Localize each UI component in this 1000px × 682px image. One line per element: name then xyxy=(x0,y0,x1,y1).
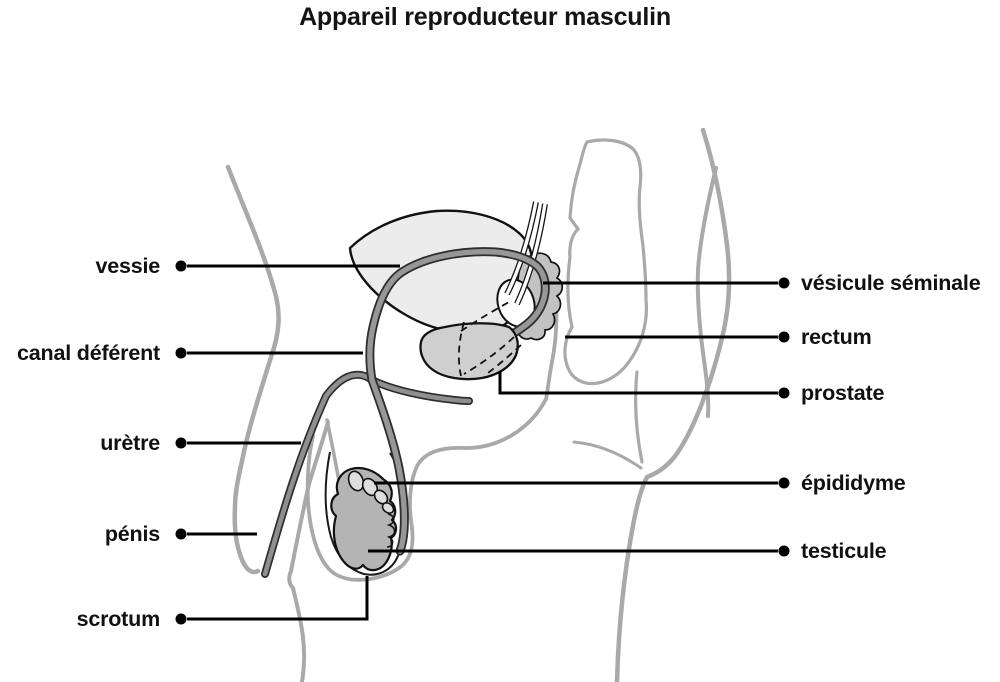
label-scrotum: scrotum xyxy=(76,607,161,631)
body-back-inner-line xyxy=(695,166,718,418)
epididymis-coil-4 xyxy=(381,502,395,514)
dot-rectum xyxy=(778,331,790,343)
label-rectum: rectum xyxy=(801,325,872,349)
dot-penis xyxy=(175,528,187,540)
dashed-duct-1 xyxy=(460,301,510,332)
prostate-dashed-ducts xyxy=(457,301,522,377)
dot-scrotum xyxy=(175,613,187,625)
body-front-outline xyxy=(225,164,281,575)
prostate-shape xyxy=(419,322,519,381)
leader-scrotum xyxy=(187,576,369,621)
label-prostate: prostate xyxy=(801,381,885,405)
testicle-group xyxy=(330,466,398,572)
rectum-outline xyxy=(563,138,648,386)
ureter-left-core xyxy=(505,201,538,295)
dashed-duct-2 xyxy=(457,321,465,377)
epididymis-coils xyxy=(347,470,395,514)
dot-canal-deferent xyxy=(175,347,187,359)
label-testicule: testicule xyxy=(801,539,887,563)
label-canal-deferent: canal déférent xyxy=(17,341,160,365)
body-silhouette xyxy=(225,127,732,682)
epididymis-tail-squiggle xyxy=(386,513,396,548)
body-back-outline xyxy=(614,127,732,682)
perineum-anus-line xyxy=(572,440,643,470)
pelvis-scrotum-outline xyxy=(305,266,559,582)
dot-vesicule-seminale xyxy=(778,277,790,289)
dashed-duct-4 xyxy=(487,344,522,374)
dashed-duct-3 xyxy=(463,336,515,375)
vas-deferens-core xyxy=(367,248,548,554)
label-penis: pénis xyxy=(104,522,160,546)
epididymis-coil-1 xyxy=(347,470,365,492)
prostate-group xyxy=(419,301,522,381)
label-epididyme: épididyme xyxy=(801,471,906,495)
label-vesicule-seminale: vésicule séminale xyxy=(801,271,981,295)
label-vessie: vessie xyxy=(95,254,160,278)
dot-prostate xyxy=(778,387,790,399)
leader-dots xyxy=(175,260,790,625)
ureters xyxy=(504,201,548,306)
dot-vessie xyxy=(175,260,187,272)
ureter-right-core xyxy=(515,203,547,305)
dot-uretre xyxy=(175,437,187,449)
rectum-anal-line xyxy=(634,370,644,464)
label-uretre: urètre xyxy=(100,431,160,455)
leader-prostate xyxy=(498,371,778,395)
dot-epididyme xyxy=(778,477,790,489)
dot-testicule xyxy=(778,545,790,557)
leader-lines xyxy=(187,264,778,621)
vas-deferens-duct xyxy=(365,247,550,556)
diagram-title: Appareil reproducteur masculin xyxy=(299,3,671,31)
